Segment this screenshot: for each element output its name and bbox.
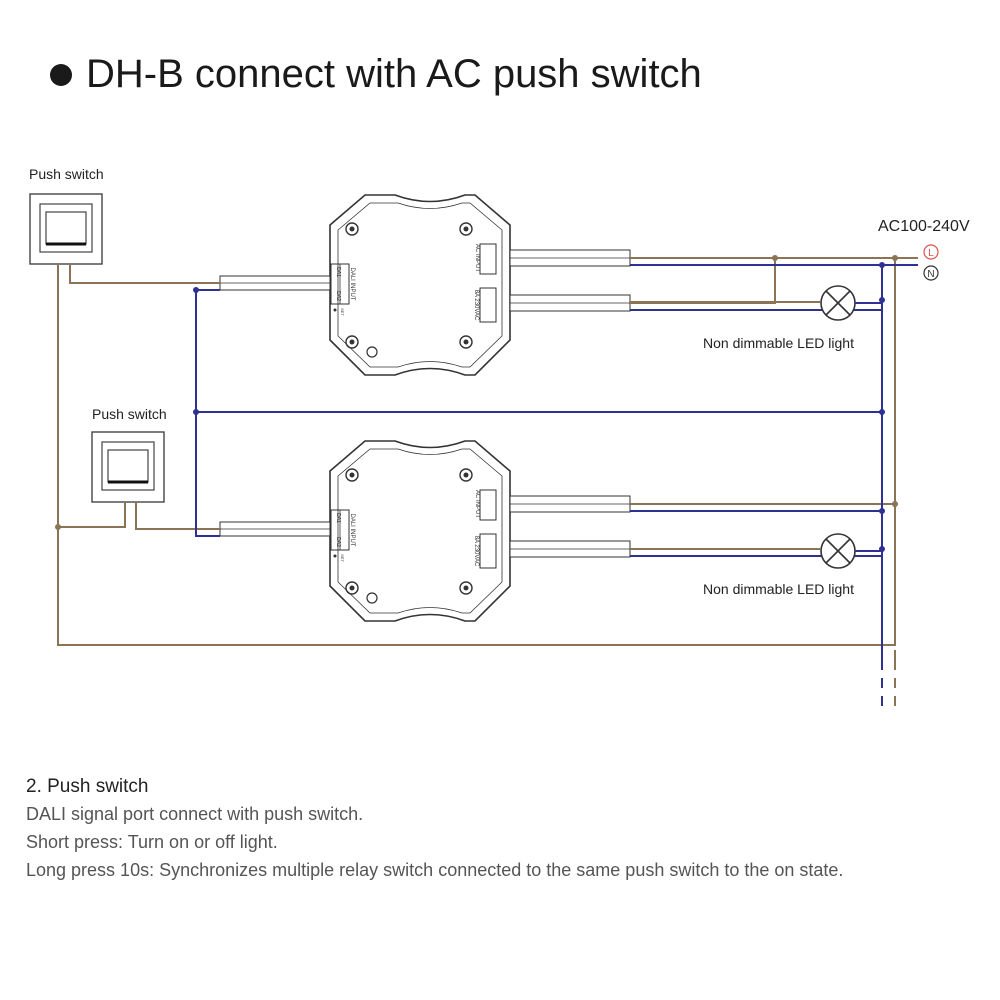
page-title-text: DH-B connect with AC push switch	[86, 52, 702, 96]
notes-line-1: DALI signal port connect with push switc…	[26, 804, 364, 824]
dali-input-label: DALI INPUT	[349, 267, 355, 300]
set-label: SET	[340, 554, 345, 562]
relay-rating-label: 8A 230VAC	[473, 536, 479, 567]
notes-heading: 2. Push switch	[26, 776, 149, 797]
led-light-bottom-label: Non dimmable LED light	[703, 581, 854, 597]
push-switch-top	[29, 193, 103, 265]
dali-input-label: DALI INPUT	[349, 513, 355, 546]
live-wires	[57, 257, 918, 706]
push-switch-middle	[91, 431, 165, 503]
da1-label: DA1	[335, 513, 341, 523]
junction-dots	[55, 255, 898, 552]
neutral-terminal-label: N	[927, 269, 934, 280]
wiring-diagram: DALI INPUT DA1 DA2 AC INPUT 8A 230VAC SE…	[29, 166, 970, 706]
page-title: DH-B connect with AC push switch	[50, 52, 702, 97]
relay-module-top: DALI INPUT DA1 DA2 AC INPUT 8A 230VAC SE…	[219, 194, 631, 376]
set-label: SET	[340, 308, 345, 316]
notes-line-2: Short press: Turn on or off light.	[26, 832, 278, 852]
supply-voltage-label: AC100-240V	[878, 218, 970, 235]
push-switch-top-label: Push switch	[29, 166, 104, 182]
da2-label: DA2	[335, 537, 341, 547]
relay-module-bottom: DALI INPUT DA1 DA2 AC INPUT 8A 230VAC SE…	[219, 440, 631, 622]
led-light-top-label: Non dimmable LED light	[703, 335, 854, 351]
neutral-terminal: N	[923, 265, 939, 281]
push-switch-middle-label: Push switch	[92, 406, 167, 422]
bullet-dot-icon	[50, 63, 72, 86]
neutral-wires	[195, 264, 918, 706]
notes-line-3: Long press 10s: Synchronizes multiple re…	[26, 860, 844, 880]
live-terminal-label: L	[928, 248, 934, 259]
led-lamp-bottom-icon	[820, 533, 882, 569]
led-lamp-top-icon	[820, 285, 882, 321]
relay-rating-label: 8A 230VAC	[473, 290, 479, 321]
ac-input-label: AC INPUT	[474, 490, 480, 518]
ac-input-label: AC INPUT	[474, 244, 480, 272]
da1-label: DA1	[335, 267, 341, 277]
da2-label: DA2	[335, 291, 341, 301]
notes-section: 2. Push switch DALI signal port connect …	[26, 776, 986, 884]
live-terminal: L	[923, 244, 939, 260]
